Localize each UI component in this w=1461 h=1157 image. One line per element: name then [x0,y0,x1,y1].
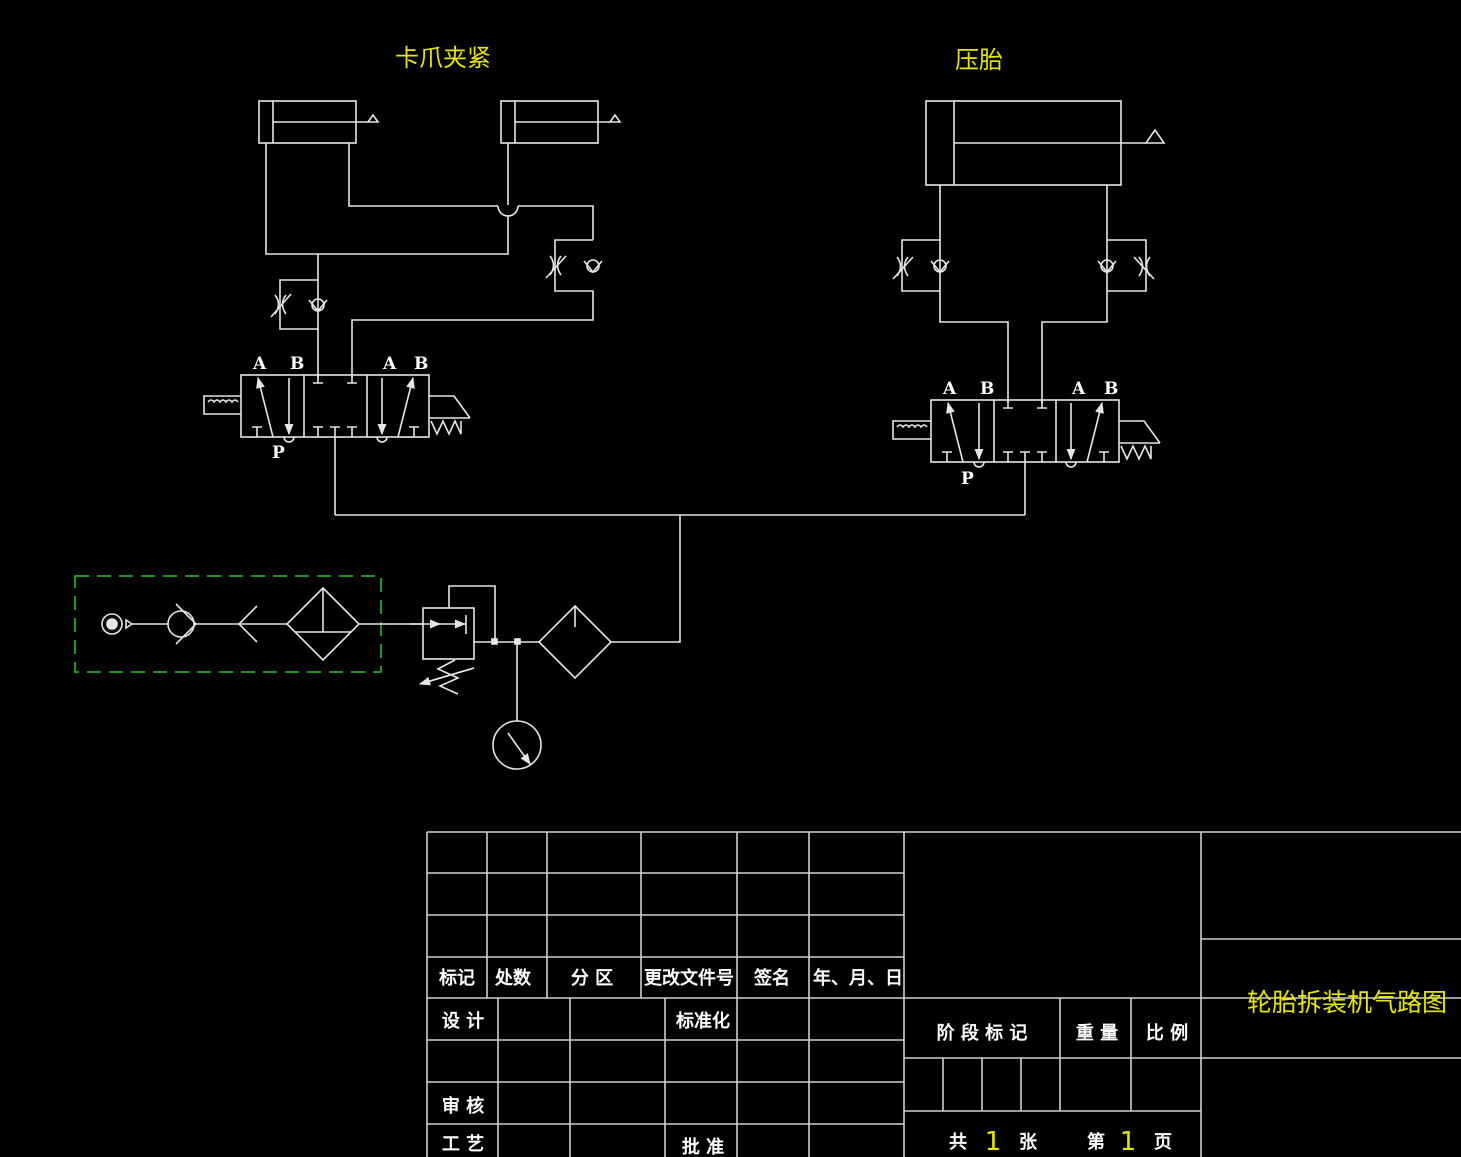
flow-control-valve-left [270,293,328,318]
compressor [167,603,240,645]
port-p-left: P [272,443,285,463]
header-change-doc: 更改文件号 [644,967,734,989]
filter-separator [285,586,423,662]
title-clamp: 卡爪夹紧 [395,44,491,72]
label-page-suffix: 页 [1154,1132,1172,1153]
port-p-right: P [961,469,974,489]
port-a-right-2: A [1071,379,1086,399]
piping-clamp [265,143,594,378]
piping-press [901,185,1147,403]
directional-valve-left [203,374,471,515]
flow-control-valve-press-left [892,256,950,280]
port-b-left-1: B [290,354,304,374]
lubricator [537,604,613,680]
total-sheets-value: 1 [985,1127,1002,1157]
drawing-title: 轮胎拆装机气路图 [1247,988,1447,1017]
label-design: 设 计 [442,1010,484,1032]
label-review: 审 核 [442,1095,484,1117]
pressure-gauge [492,642,542,770]
port-a-left-2: A [382,354,397,374]
air-source [101,613,168,635]
cylinder-press [925,100,1166,186]
directional-valve-right [892,399,1161,515]
port-a-left-1: A [252,354,267,374]
cylinder-left-2 [500,100,622,144]
label-stage-mark: 阶 段 标 记 [937,1022,1028,1044]
label-total-prefix: 共 [949,1132,967,1153]
title-block-grid [426,831,1461,1157]
port-b-right-1: B [980,379,994,399]
header-mark: 标记 [438,967,475,989]
port-b-left-2: B [414,354,428,374]
title-press: 压胎 [955,46,1003,74]
cylinder-left-1 [258,100,380,144]
header-zone: 分 区 [571,968,613,989]
page-number-value: 1 [1120,1127,1137,1157]
label-weight: 重 量 [1076,1022,1118,1044]
label-page-prefix: 第 [1087,1131,1105,1153]
supply-line [335,514,1025,643]
header-signature: 签名 [753,967,790,989]
port-b-right-2: B [1104,379,1118,399]
header-count: 处数 [494,967,532,989]
label-scale: 比 例 [1146,1022,1188,1044]
label-total-suffix: 张 [1019,1132,1038,1153]
header-date: 年、月、日 [813,967,903,989]
label-approve: 批 准 [682,1136,724,1157]
flow-control-valve-clamp-right [545,255,603,279]
silencer-connector [237,605,287,643]
port-a-right-1: A [942,379,957,399]
label-process: 工 艺 [442,1133,484,1155]
pressure-regulator [410,585,539,695]
label-standardization: 标准化 [675,1010,730,1032]
flow-control-valve-press-right [1097,256,1155,280]
